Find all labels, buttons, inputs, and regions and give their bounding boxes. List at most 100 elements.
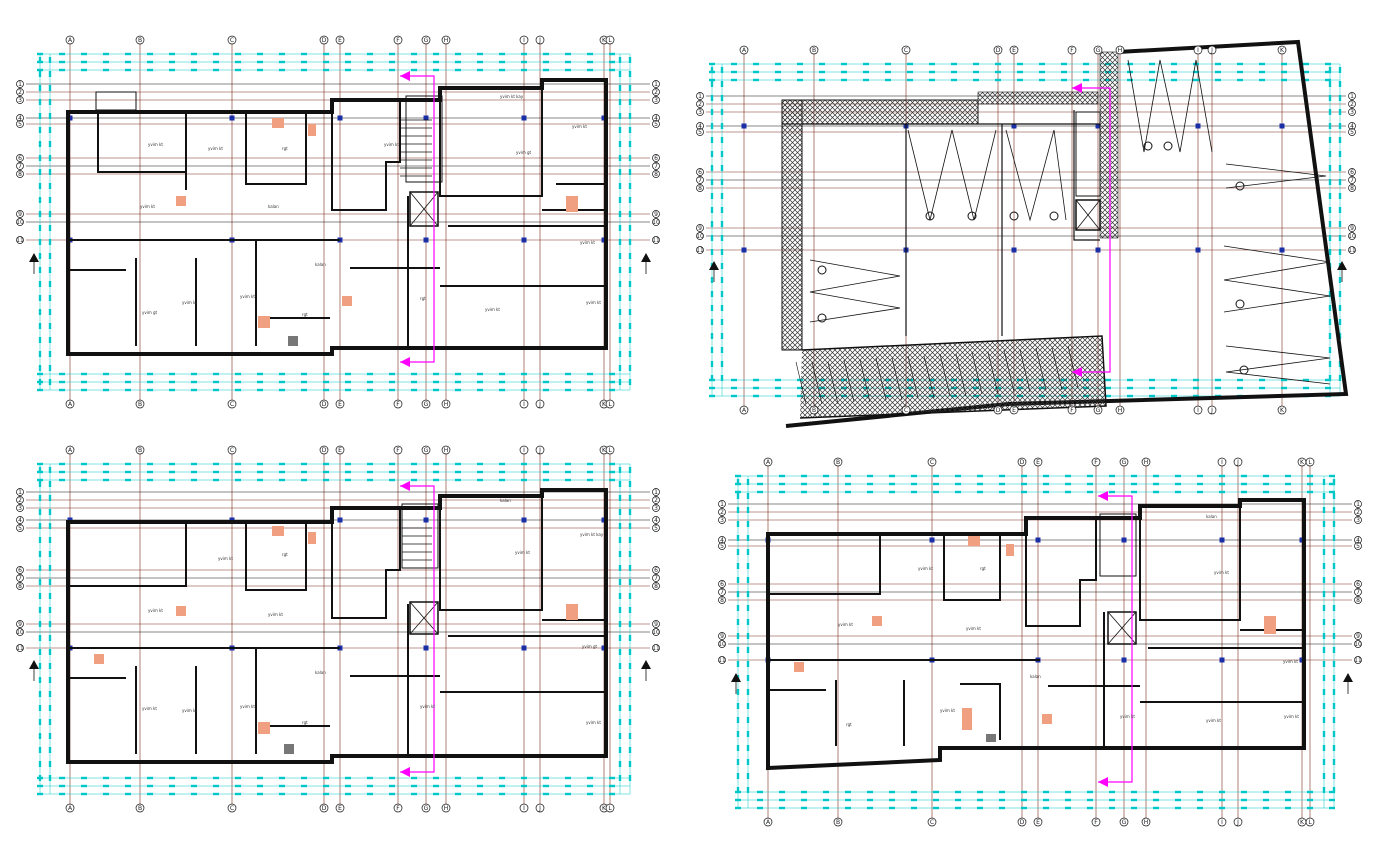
grid-bubble-row: 8 <box>1354 596 1362 604</box>
svg-text:4: 4 <box>698 123 702 130</box>
svg-text:10: 10 <box>696 233 704 240</box>
grid-bubble-col: C <box>227 445 237 455</box>
grid-bubble-col: I <box>519 35 529 45</box>
svg-text:J: J <box>538 37 541 44</box>
section-arrow <box>641 660 651 681</box>
column-marker <box>337 517 343 523</box>
svg-text:D: D <box>996 47 1001 54</box>
svg-text:H: H <box>1118 47 1123 54</box>
svg-text:4: 4 <box>720 537 724 544</box>
grid-bubble-row: 7 <box>16 574 24 582</box>
svg-text:D: D <box>322 401 327 408</box>
grid-bubble-row: 2 <box>1348 100 1356 108</box>
svg-text:9: 9 <box>654 211 658 218</box>
room-label: yvim kt <box>182 708 197 713</box>
svg-text:E: E <box>1012 407 1016 414</box>
svg-text:11: 11 <box>16 645 24 652</box>
grid-bubble-row: 8 <box>696 184 704 192</box>
stair-treads <box>400 119 432 177</box>
grid-bubble-row: 3 <box>652 96 660 104</box>
svg-text:9: 9 <box>698 225 702 232</box>
svg-text:J: J <box>538 401 541 408</box>
svg-text:F: F <box>396 447 400 454</box>
grid-bubble-row: 1 <box>1354 500 1362 508</box>
svg-text:4: 4 <box>1350 123 1354 130</box>
section-arrow <box>709 261 719 282</box>
svg-text:J: J <box>1236 819 1239 826</box>
svg-text:G: G <box>1096 407 1101 414</box>
grid-bubble-row: 7 <box>1348 176 1356 184</box>
grid-bubble-col: J <box>535 445 545 455</box>
column-marker <box>1095 123 1101 129</box>
grid-bubble-col: H <box>441 399 451 409</box>
room-label: yvim kt <box>384 142 399 147</box>
grid-bubble-row: 4 <box>652 516 660 524</box>
room-label: yvim kt <box>1120 714 1135 719</box>
svg-text:B: B <box>836 819 840 826</box>
svg-text:B: B <box>138 447 142 454</box>
svg-text:B: B <box>836 459 840 466</box>
grid-bubble-row: 4 <box>1348 122 1356 130</box>
svg-text:E: E <box>1036 459 1040 466</box>
walls <box>66 488 608 764</box>
grid-bubble-row: 9 <box>16 210 24 218</box>
grid-bubble-row: 9 <box>1354 632 1362 640</box>
grid-bubble-row: 10 <box>1348 232 1356 240</box>
grid-bubble-col: L <box>605 803 615 813</box>
svg-text:I: I <box>523 401 525 408</box>
column-marker <box>1011 123 1017 129</box>
grid-bubble-col: B <box>809 45 819 55</box>
room-label: kalan <box>500 498 511 503</box>
column-marker <box>1195 247 1201 253</box>
svg-text:2: 2 <box>698 101 702 108</box>
grid-bubble-col: B <box>809 405 819 415</box>
svg-text:4: 4 <box>654 115 658 122</box>
grid-bubble-row: 5 <box>16 120 24 128</box>
grid-bubble-col: G <box>1093 405 1103 415</box>
svg-text:9: 9 <box>1350 225 1354 232</box>
svg-text:J: J <box>1210 47 1213 54</box>
svg-text:J: J <box>1210 407 1213 414</box>
grid-bubble-row: 9 <box>16 620 24 628</box>
svg-text:2: 2 <box>1350 101 1354 108</box>
grid-bubble-row: 7 <box>718 588 726 596</box>
svg-text:10: 10 <box>718 641 726 648</box>
column-marker <box>423 115 429 121</box>
svg-text:A: A <box>766 819 771 826</box>
svg-text:F: F <box>1070 407 1074 414</box>
grid-bubble-row: 5 <box>696 128 704 136</box>
grid-bubble-col: I <box>1217 457 1227 467</box>
svg-text:F: F <box>1094 819 1098 826</box>
svg-text:F: F <box>1094 459 1098 466</box>
grid-bubble-col: E <box>1033 817 1043 827</box>
svg-text:D: D <box>1020 459 1025 466</box>
svg-text:5: 5 <box>698 129 702 136</box>
svg-text:E: E <box>338 447 342 454</box>
grid-bubble-col: E <box>335 803 345 813</box>
grid-bubble-col: D <box>319 35 329 45</box>
svg-text:3: 3 <box>1356 517 1360 524</box>
svg-text:I: I <box>1221 459 1223 466</box>
svg-text:5: 5 <box>654 121 658 128</box>
grid-bubble-row: 11 <box>1354 656 1362 664</box>
grid-bubble-row: 1 <box>16 80 24 88</box>
svg-text:10: 10 <box>1354 641 1362 648</box>
svg-text:A: A <box>766 459 771 466</box>
room-label: yvim kt <box>1283 659 1298 664</box>
grid-bubble-col: A <box>739 45 749 55</box>
svg-text:A: A <box>68 401 73 408</box>
svg-text:11: 11 <box>1348 247 1356 254</box>
column-marker <box>521 517 527 523</box>
room-label: yvim kt <box>572 124 587 129</box>
svg-text:B: B <box>138 401 142 408</box>
column-marker <box>521 645 527 651</box>
section-arrow <box>641 253 651 274</box>
svg-text:9: 9 <box>654 621 658 628</box>
svg-text:H: H <box>444 805 449 812</box>
grid-bubble-row: 10 <box>696 232 704 240</box>
svg-text:I: I <box>1221 819 1223 826</box>
service-line <box>400 481 435 777</box>
grid-bubble-col: D <box>993 45 1003 55</box>
column-marker <box>229 115 235 121</box>
